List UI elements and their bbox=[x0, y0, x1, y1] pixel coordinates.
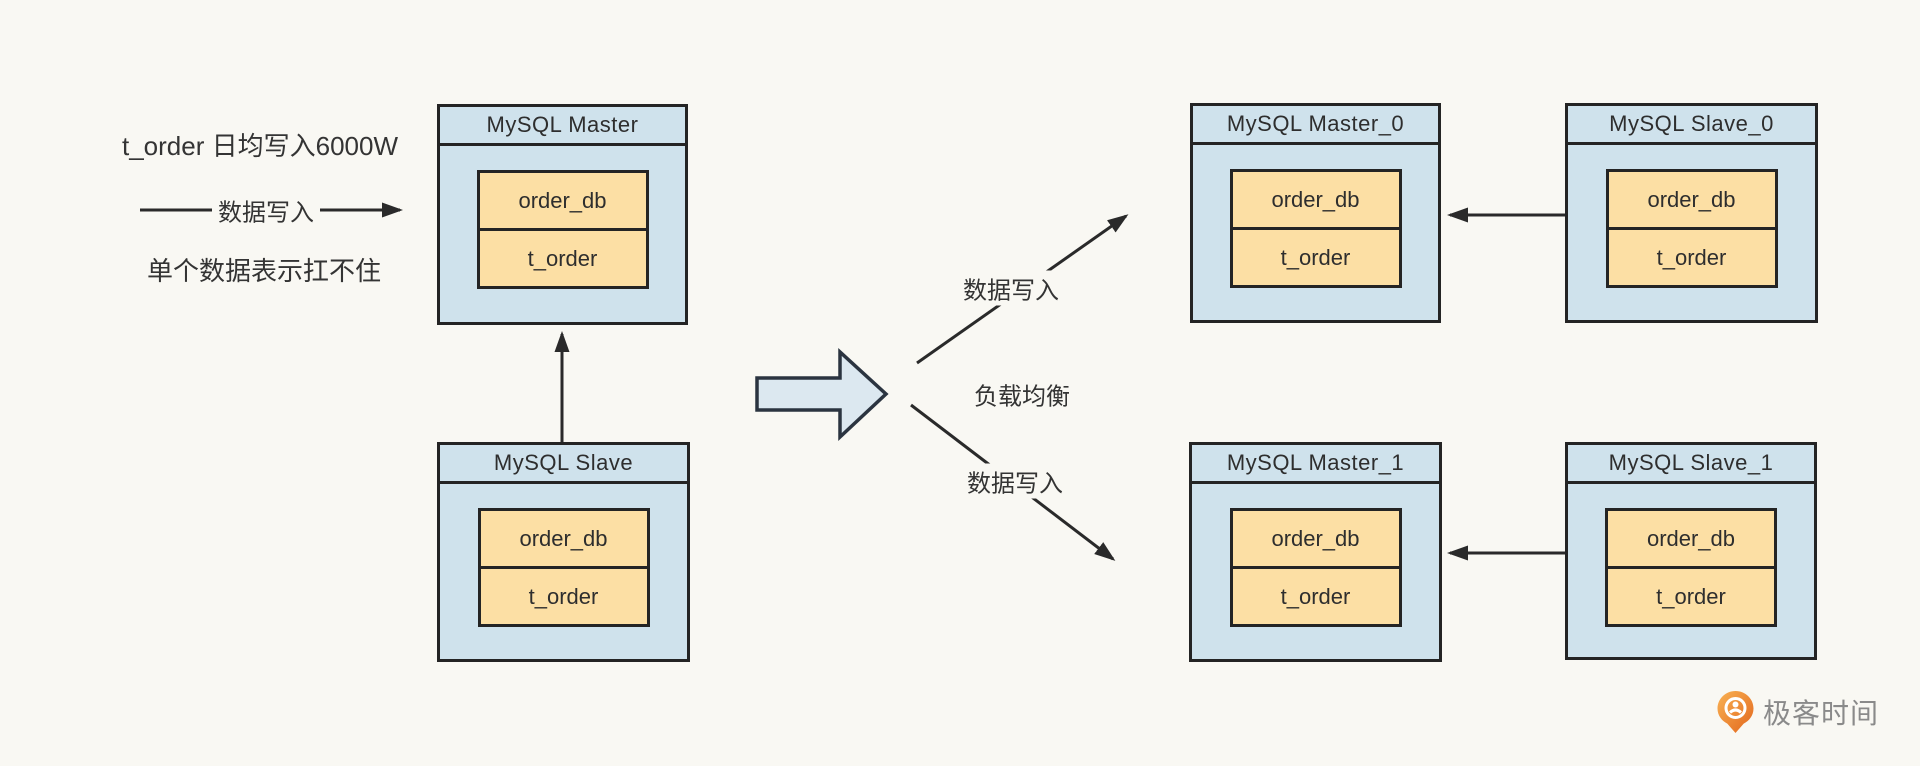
node-mysql-slave-1-title: MySQL Slave_1 bbox=[1568, 445, 1814, 484]
node-mysql-master-1-title: MySQL Master_1 bbox=[1192, 445, 1439, 484]
table-name: t_order bbox=[1280, 583, 1351, 609]
node-mysql-slave-1: MySQL Slave_1 order_db t_order bbox=[1565, 442, 1817, 660]
geektime-logo-icon bbox=[1717, 690, 1754, 734]
node-mysql-slave-title: MySQL Slave bbox=[440, 445, 687, 484]
brand-name: 极客时间 bbox=[1763, 698, 1880, 729]
db-box: order_db t_order bbox=[1605, 169, 1778, 288]
brand-logo: 极客时间 bbox=[1717, 690, 1879, 734]
table-name: t_order bbox=[1656, 583, 1726, 609]
db-box: order_db t_order bbox=[476, 170, 649, 289]
table-name: t_order bbox=[1656, 244, 1727, 270]
table-name: t_order bbox=[1280, 244, 1351, 270]
db-box: order_db t_order bbox=[1229, 169, 1402, 288]
db-name: order_db bbox=[480, 511, 647, 569]
node-mysql-master: MySQL Master order_db t_order bbox=[437, 104, 688, 325]
node-mysql-master-0-title: MySQL Master_0 bbox=[1193, 106, 1438, 145]
db-name: order_db bbox=[1232, 172, 1399, 230]
node-mysql-slave-0-title: MySQL Slave_0 bbox=[1568, 106, 1815, 145]
db-box: order_db t_order bbox=[1605, 508, 1777, 627]
capacity-note: 单个数据表示扛不住 bbox=[147, 256, 382, 286]
node-mysql-slave: MySQL Slave order_db t_order bbox=[437, 442, 690, 662]
node-mysql-master-1: MySQL Master_1 order_db t_order bbox=[1189, 442, 1442, 662]
db-name: order_db bbox=[479, 173, 646, 231]
node-mysql-master-title: MySQL Master bbox=[440, 107, 685, 146]
db-name: order_db bbox=[1232, 511, 1399, 569]
db-box: order_db t_order bbox=[1229, 508, 1402, 627]
table-name: t_order bbox=[528, 583, 599, 609]
db-box: order_db t_order bbox=[477, 508, 650, 627]
load-balance-label: 负载均衡 bbox=[968, 376, 1076, 412]
lower-write-label: 数据写入 bbox=[961, 463, 1069, 499]
db-name: order_db bbox=[1608, 511, 1774, 569]
block-transition-arrow bbox=[755, 348, 889, 442]
node-mysql-master-0: MySQL Master_0 order_db t_order bbox=[1190, 103, 1441, 323]
upper-write-label: 数据写入 bbox=[957, 270, 1065, 306]
db-name: order_db bbox=[1608, 172, 1775, 230]
node-mysql-slave-0: MySQL Slave_0 order_db t_order bbox=[1565, 103, 1818, 323]
table-name: t_order bbox=[527, 245, 598, 271]
write-arrow-label: 数据写入 bbox=[212, 192, 320, 228]
traffic-note: t_order 日均写入6000W bbox=[122, 131, 398, 161]
